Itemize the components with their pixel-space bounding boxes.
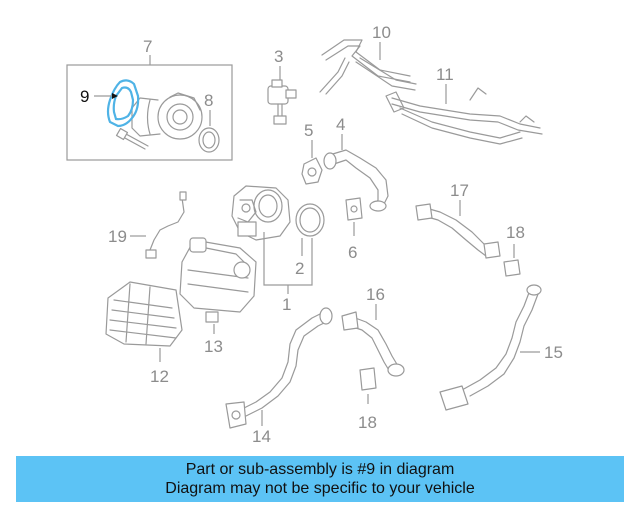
callout-2: 2: [295, 259, 304, 278]
callout-3: 3: [274, 47, 283, 66]
callout-9: 9: [80, 87, 89, 106]
part-18-lower: 18: [358, 367, 377, 432]
gasket-part-9-highlighted: [106, 79, 140, 128]
part-17: 17: [415, 181, 501, 259]
callout-11: 11: [436, 65, 454, 84]
part-4: 4: [323, 115, 389, 212]
callout-6: 6: [348, 243, 357, 262]
part-group-7: 7 9 8: [66, 37, 233, 161]
part-1-throttle-assembly: [231, 185, 291, 241]
part-6: 6: [345, 197, 363, 262]
part-12: 12: [105, 281, 183, 386]
part-5: 5: [301, 121, 323, 185]
callout-10: 10: [372, 23, 391, 42]
callout-5: 5: [304, 121, 313, 140]
bolt: [115, 127, 149, 150]
callout-16: 16: [366, 285, 385, 304]
parts-diagram: 7 9 8 3: [66, 23, 563, 446]
part-2-o-ring: [295, 203, 325, 237]
valve-body: [131, 92, 203, 140]
info-banner: Part or sub-assembly is #9 in diagram Di…: [16, 456, 624, 502]
callout-18-lower: 18: [358, 413, 377, 432]
part-13: 13: [179, 237, 257, 356]
part-16: 16: [341, 285, 405, 377]
callout-4: 4: [336, 115, 345, 134]
o-ring-8: [198, 127, 220, 153]
part-15: 15: [439, 284, 563, 411]
callout-12: 12: [150, 367, 169, 386]
callout-1: 1: [282, 295, 291, 314]
callout-14: 14: [252, 427, 271, 446]
part-19: 19: [108, 191, 187, 259]
callout-13: 13: [204, 337, 223, 356]
banner-line-2: Diagram may not be specific to your vehi…: [165, 480, 475, 497]
part-11: 11: [385, 65, 543, 145]
callout-8: 8: [204, 91, 213, 110]
callout-17: 17: [450, 181, 469, 200]
callout-19: 19: [108, 227, 127, 246]
part-3: 3: [267, 47, 297, 125]
part-18-upper: 18: [503, 223, 525, 277]
callout-15: 15: [544, 343, 563, 362]
part-10: 10: [319, 23, 417, 95]
banner-line-1: Part or sub-assembly is #9 in diagram: [185, 461, 455, 478]
part-14: 14: [225, 307, 333, 446]
callout-7: 7: [143, 37, 152, 56]
callout-18-upper: 18: [506, 223, 525, 242]
